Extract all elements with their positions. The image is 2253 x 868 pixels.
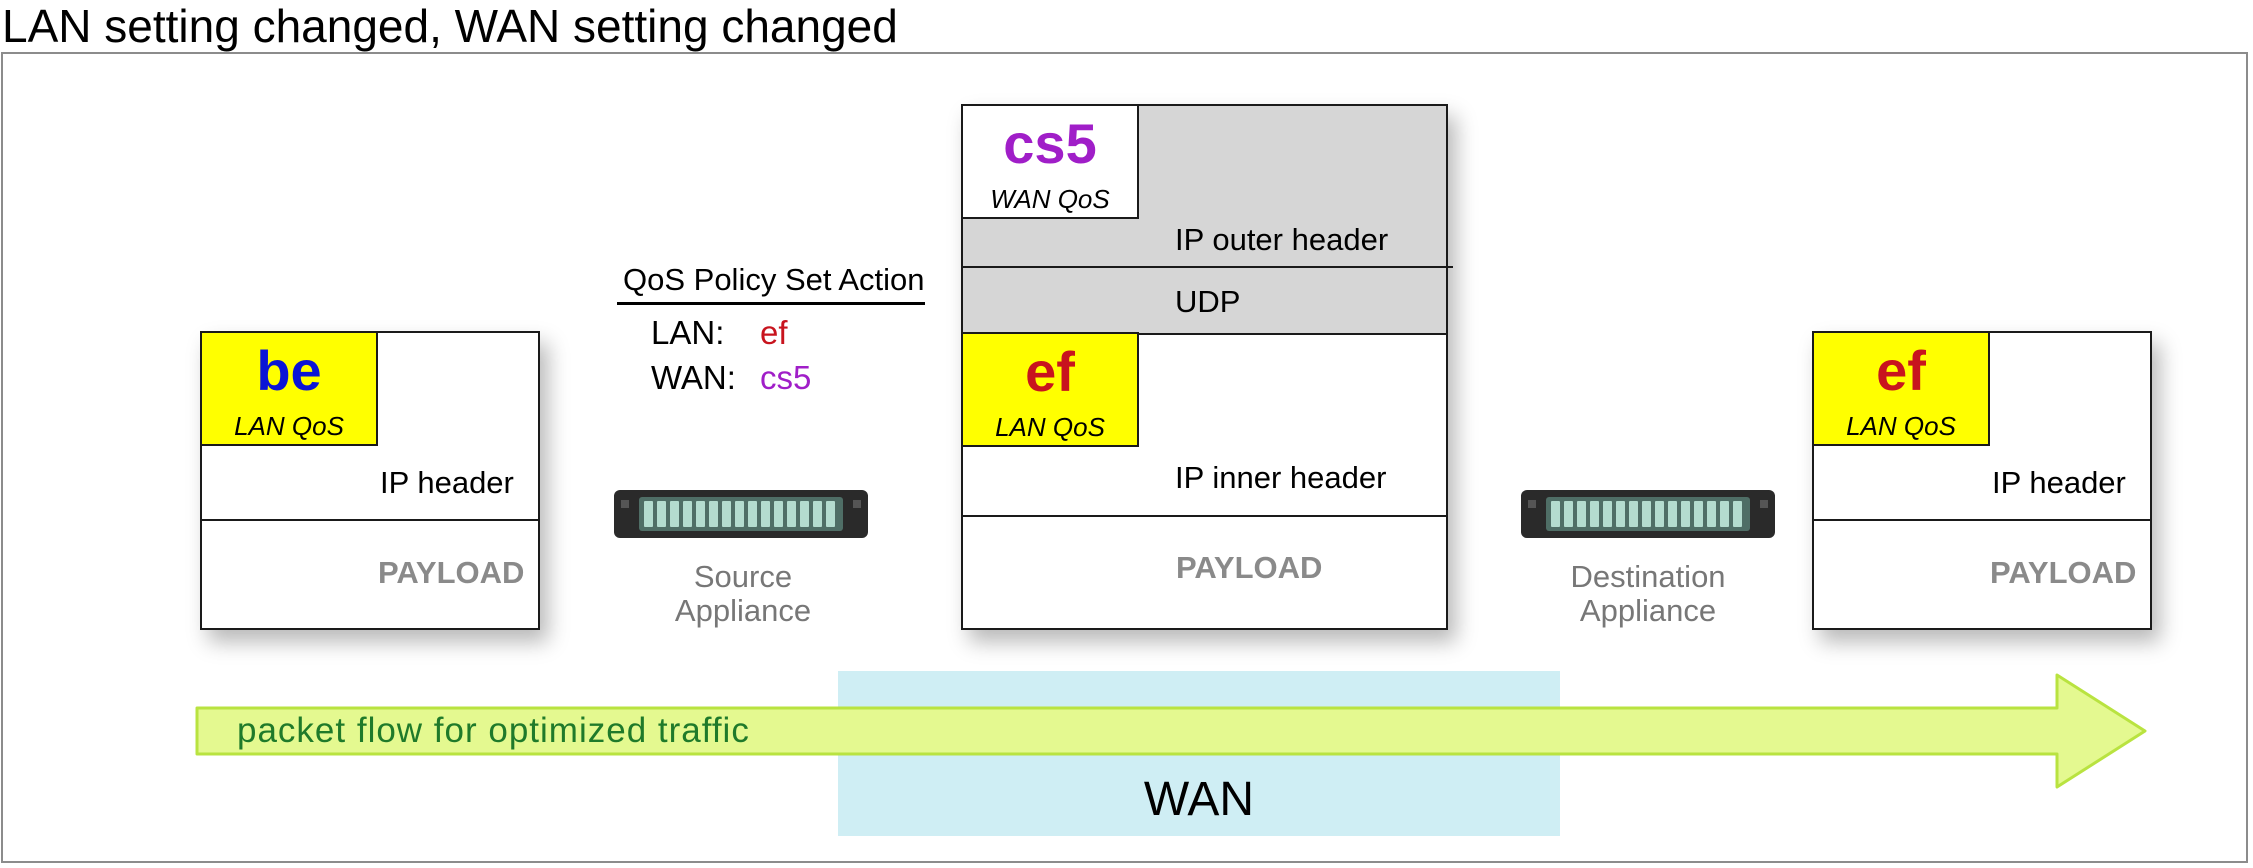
source-packet: be LAN QoS IP header PAYLOAD — [200, 331, 540, 630]
source-lan-qos-value: be — [256, 339, 322, 402]
flow-label: packet flow for optimized traffic — [237, 711, 750, 750]
source-lan-qos-label: LAN QoS — [234, 411, 344, 441]
dest-lan-qos-label: LAN QoS — [1846, 411, 1956, 441]
udp-label: UDP — [1175, 284, 1241, 319]
source-appliance-label-line2: Appliance — [674, 593, 812, 628]
diagram-title: LAN setting changed, WAN setting changed — [2, 0, 898, 52]
source-packet-divider — [202, 519, 538, 521]
wan-qos-tag: cs5 WAN QoS — [961, 104, 1139, 219]
inner-header-label: IP inner header — [1175, 460, 1387, 495]
inner-lan-qos-label: LAN QoS — [995, 412, 1105, 442]
policy-lan-value: ef — [760, 314, 788, 351]
wan-packet: cs5 WAN QoS IP outer header UDP ef LAN Q… — [961, 104, 1453, 630]
destination-appliance-icon — [1521, 490, 1775, 538]
inner-payload-divider — [963, 515, 1446, 517]
outer-header-label: IP outer header — [1175, 222, 1389, 257]
dest-lan-qos-value: ef — [1876, 339, 1926, 402]
policy-rule — [617, 302, 925, 305]
flow-arrow-icon — [195, 673, 2147, 789]
wan-qos-value: cs5 — [1003, 112, 1097, 175]
inner-lan-qos-tag: ef LAN QoS — [961, 332, 1139, 447]
source-lan-qos-tag: be LAN QoS — [200, 331, 378, 446]
source-ip-header-label: IP header — [380, 465, 514, 500]
dest-packet-divider — [1814, 519, 2150, 521]
source-appliance-label-line1: Source — [693, 559, 793, 594]
dest-packet: ef LAN QoS IP header PAYLOAD — [1812, 331, 2152, 630]
dest-ip-header-label: IP header — [1992, 465, 2126, 500]
destination-appliance-label-line1: Destination — [1570, 559, 1726, 594]
dest-payload-label: PAYLOAD — [1990, 555, 2137, 590]
wan-qos-label: WAN QoS — [990, 184, 1110, 214]
destination-appliance-label: Destination Appliance — [1508, 560, 1788, 628]
dest-lan-qos-tag: ef LAN QoS — [1812, 331, 1990, 446]
policy-lan-key: LAN: — [651, 314, 725, 351]
outer-udp-divider — [963, 266, 1453, 268]
policy-wan-key: WAN: — [651, 359, 736, 396]
policy-title: QoS Policy Set Action — [623, 262, 925, 297]
source-appliance-icon — [614, 490, 868, 538]
udp-inner-divider — [963, 333, 1446, 335]
policy-wan-value: cs5 — [760, 359, 812, 396]
source-payload-label: PAYLOAD — [378, 555, 525, 590]
source-appliance-label: Source Appliance — [603, 560, 883, 628]
destination-appliance-label-line2: Appliance — [1579, 593, 1717, 628]
diagram-frame — [1, 52, 2248, 863]
inner-lan-qos-value: ef — [1025, 340, 1075, 403]
wan-payload-label: PAYLOAD — [1176, 550, 1323, 585]
wan-label: WAN — [1143, 773, 1255, 826]
